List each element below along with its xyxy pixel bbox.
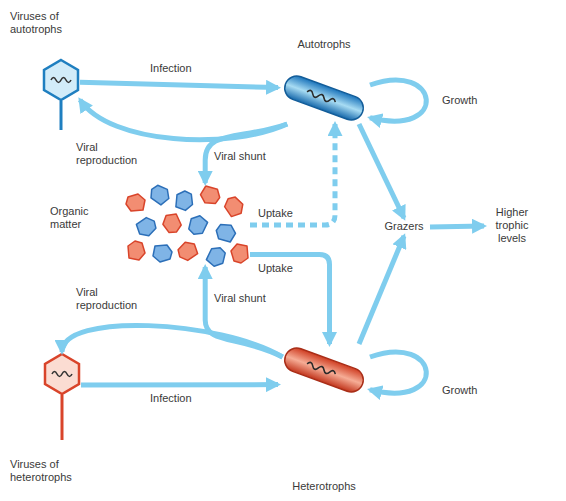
edge-label: Infection — [150, 392, 220, 405]
cell-shape — [278, 344, 370, 396]
flow-arrow — [62, 325, 283, 357]
organic-particle — [178, 242, 198, 260]
node-label: Heterotrophs — [274, 480, 374, 493]
flow-arrow — [250, 124, 335, 225]
organic-particle — [206, 248, 225, 266]
organic-particle — [153, 245, 172, 262]
edge-label: Viral reproduction — [76, 286, 146, 312]
cell-shape — [278, 72, 370, 124]
virus-capsid — [43, 352, 81, 396]
node-label: Viruses of heterotrophs — [10, 458, 90, 484]
grazers-node: Grazers — [378, 218, 430, 236]
virus-capsid — [42, 58, 80, 102]
cell-genome — [306, 361, 336, 376]
organic-particle — [126, 194, 145, 211]
organic-matter-pool: Organic matter — [122, 183, 250, 267]
organic-particle — [231, 244, 248, 263]
flow-arrow — [370, 80, 426, 121]
organic-particle — [189, 216, 208, 235]
flow-arrow — [359, 236, 404, 344]
edge-label: Viral shunt — [214, 150, 284, 163]
edge-label: Viral reproduction — [76, 141, 146, 167]
organic-particle — [176, 191, 193, 210]
organic-particle — [136, 218, 156, 236]
flow-arrow — [359, 124, 404, 218]
node-label: Autotrophs — [274, 38, 374, 51]
organic-particle — [128, 241, 145, 260]
flow-arrow — [80, 82, 278, 87]
organic-particle — [216, 225, 235, 242]
heterotroph-cell: Heterotrophs — [278, 344, 370, 396]
virus-node: Viruses of heterotrophs — [43, 352, 81, 396]
edge-label: Uptake — [258, 262, 318, 275]
capsid-outline — [45, 354, 79, 394]
flow-arrow — [430, 226, 484, 227]
cell-body — [281, 345, 366, 396]
organic-particle — [163, 214, 181, 233]
node-label: Higher trophic levels — [484, 206, 540, 245]
flow-arrow — [205, 267, 282, 357]
autotroph-cell: Autotrophs — [278, 72, 370, 124]
capsid-outline — [44, 60, 78, 100]
edge-label: Uptake — [258, 207, 318, 220]
flow-arrow — [370, 352, 426, 393]
node-label: Grazers — [368, 220, 440, 233]
organic-particle — [151, 185, 169, 205]
organic-particles — [122, 183, 250, 267]
edge-label: Infection — [150, 62, 220, 75]
trophic-level-node: Higher trophic levels — [484, 204, 540, 248]
cell-genome — [306, 89, 336, 104]
node-label: Viruses of autotrophs — [10, 10, 86, 36]
edge-label: Growth — [442, 94, 502, 107]
virus-node: Viruses of autotrophs — [42, 58, 80, 102]
virus-tail — [61, 395, 64, 440]
edge-label: Viral shunt — [214, 292, 284, 305]
virus-tail — [60, 101, 63, 130]
cell-body — [281, 73, 366, 124]
flow-arrow — [81, 382, 278, 387]
viral-genome — [52, 372, 72, 377]
organic-particle — [225, 197, 243, 217]
flow-arrow — [205, 124, 287, 183]
node-label: Organic matter — [50, 205, 110, 231]
viral-genome — [51, 78, 71, 83]
organic-particle — [201, 186, 220, 203]
edge-label: Growth — [442, 384, 502, 397]
